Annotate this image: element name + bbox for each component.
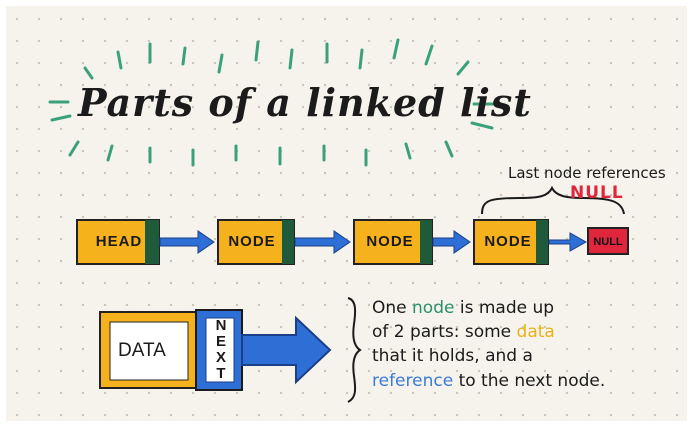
node-box-1 (217, 219, 295, 265)
last-node-brace (481, 185, 625, 215)
node-label-3: NODE (484, 233, 532, 250)
description-text: of 2 parts: some (372, 322, 517, 342)
description-text: to the next node. (453, 371, 606, 391)
null-box (587, 227, 629, 255)
last-node-annotation: Last node references (508, 164, 666, 182)
node-label-1: NODE (228, 233, 276, 250)
arrow-node-2-to-node-3 (432, 230, 471, 254)
head-box (76, 219, 160, 265)
next-part-label: NEXT (215, 317, 227, 382)
node-detail-box (99, 309, 243, 391)
keyword-node: node (412, 298, 455, 318)
node-box-3 (473, 219, 549, 265)
arrow-node-1-to-node-2 (294, 230, 351, 254)
description-line-1: One node is made up (372, 298, 554, 318)
head-label: HEAD (95, 233, 143, 250)
diagram-title: Parts of a linked list (78, 80, 532, 125)
next-pointer-arrow (241, 315, 332, 385)
data-part-label: DATA (118, 340, 166, 361)
null-annotation: NULL (570, 183, 624, 203)
null-box-label: NULL (593, 236, 623, 248)
chain-arrows (159, 230, 588, 254)
arrow-node-3-to-null (548, 232, 588, 252)
description-text: is made up (454, 298, 555, 318)
description-text: One (372, 298, 413, 318)
keyword-data: data (516, 322, 555, 342)
description-line-4: reference to the next node. (372, 371, 605, 391)
node-label-2: NODE (366, 233, 414, 250)
keyword-reference: reference (372, 371, 454, 391)
arrow-head-to-node-1 (159, 230, 215, 254)
title-sparkles (48, 38, 496, 167)
description-line-2: of 2 parts: some data (372, 322, 555, 342)
description-line-3: that it holds, and a (372, 346, 533, 366)
node-box-2 (353, 219, 433, 265)
description-brace (347, 297, 362, 403)
description-text: that it holds, and a (372, 346, 533, 366)
